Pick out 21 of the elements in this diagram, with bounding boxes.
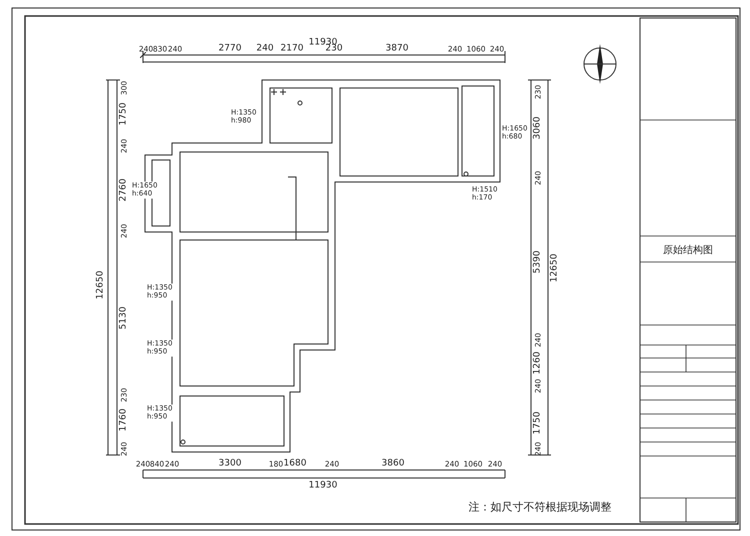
dimension-text: 230: [325, 44, 343, 54]
dimension-text: 1260: [534, 352, 542, 374]
dimension-text: 240: [256, 44, 274, 54]
dimension-text: 2170: [280, 44, 304, 54]
dimension-text: 5390: [534, 250, 542, 274]
dimension-text: 1750: [120, 102, 128, 126]
dimension-text: 11930: [308, 482, 338, 490]
dimension-text: 2770: [218, 44, 242, 54]
dimension-text: 3860: [382, 460, 404, 468]
dimension-text: 1760: [120, 408, 128, 432]
dimension-text: 3300: [218, 460, 242, 468]
note-text: 注：如尺寸不符根据现场调整: [468, 502, 612, 512]
dimension-text: 1750: [534, 412, 542, 434]
dimension-text: 12650: [96, 270, 106, 300]
dimension-text: 3870: [386, 44, 408, 54]
dimension-text: 2760: [120, 178, 128, 202]
dimension-text: 1680: [284, 460, 306, 468]
dimension-text: 5130: [120, 306, 128, 330]
dimension-text: 3060: [534, 116, 542, 140]
drawing-title: 原始结构图: [663, 246, 713, 256]
dimension-text: 12650: [550, 254, 560, 282]
